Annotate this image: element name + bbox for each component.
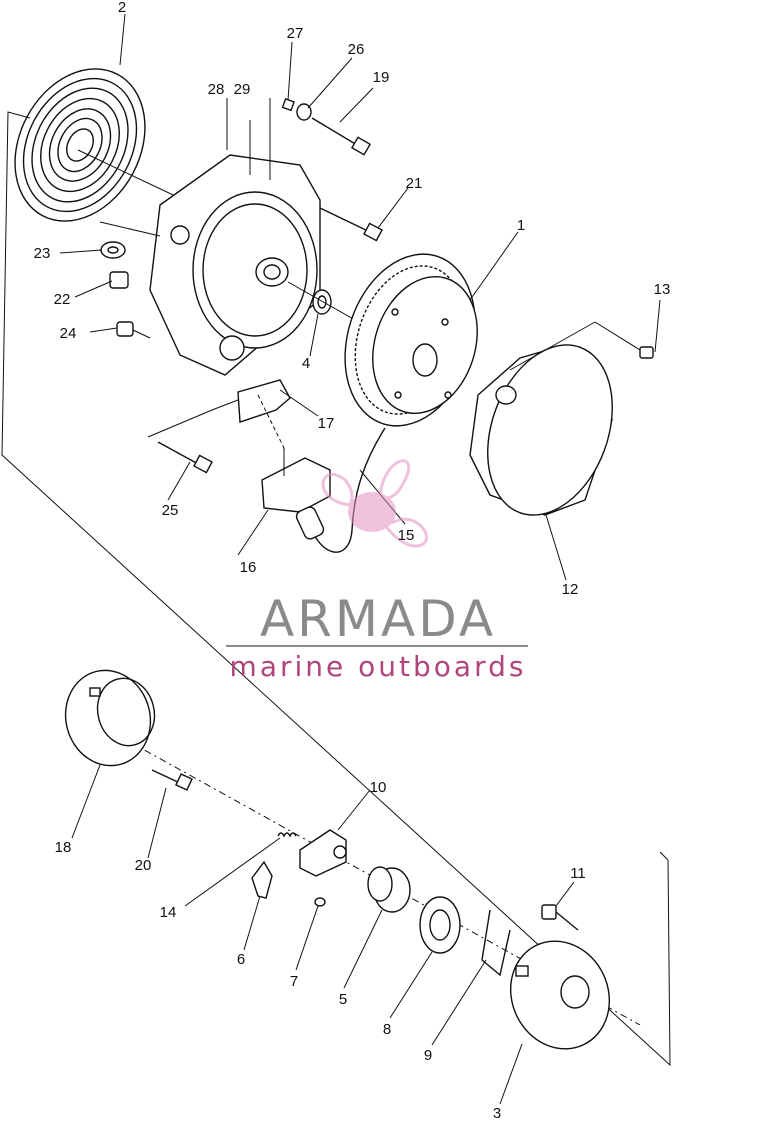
part-wire-15 [295, 427, 386, 553]
callout-label: 27 [287, 25, 304, 42]
part-starter-cover [469, 321, 641, 516]
callout-label: 10 [370, 779, 387, 796]
callout-labels: 2 28 29 27 26 19 21 1 13 23 22 24 4 17 2… [34, 0, 671, 1122]
callout-label: 2 [118, 0, 126, 16]
part-washer-26 [296, 103, 312, 121]
callout-label: 3 [493, 1105, 501, 1122]
callout-label: 7 [290, 973, 298, 990]
part-screw-13 [639, 299, 661, 359]
callout-label: 20 [135, 857, 152, 874]
watermark-brand: ARMADA [260, 590, 496, 648]
callout-label: 22 [54, 291, 71, 308]
callout-label: 1 [517, 217, 525, 234]
callout-label: 9 [424, 1047, 432, 1064]
callout-label: 14 [160, 904, 177, 921]
callout-label: 19 [373, 69, 390, 86]
callout-label: 28 [208, 81, 225, 98]
callout-label: 17 [318, 415, 335, 432]
callout-label: 12 [562, 581, 579, 598]
callout-label: 15 [398, 527, 415, 544]
part-starter-housing [99, 98, 321, 376]
callout-label: 8 [383, 1021, 391, 1038]
part-nut [281, 97, 295, 112]
part-nut-22 [109, 271, 129, 289]
part-cup-18 [64, 669, 156, 767]
assembly-frame-lines [1, 111, 671, 1067]
part-lever-10 [299, 829, 347, 877]
part-pulley [344, 253, 478, 427]
part-washer-8 [419, 896, 461, 954]
part-spring-14 [277, 832, 297, 838]
part-bolt-19 [311, 117, 372, 156]
callout-label: 4 [302, 355, 310, 372]
callout-label: 13 [654, 281, 671, 298]
callout-label: 16 [240, 559, 257, 576]
part-spring-9 [481, 909, 511, 977]
callout-leaders [59, 13, 575, 1105]
callout-label: 18 [55, 839, 72, 856]
callout-label: 24 [60, 325, 77, 342]
part-plug-24 [116, 321, 151, 339]
part-plate-3 [509, 940, 611, 1050]
part-plate-17 [147, 379, 291, 438]
part-recoil-spring [14, 68, 206, 222]
part-drum-5 [367, 866, 411, 913]
watermark-propeller-icon [321, 459, 428, 548]
callout-label: 11 [570, 865, 586, 882]
watermark: ARMADA marine outboards [226, 459, 528, 683]
part-bolt-20 [151, 769, 193, 791]
part-washer-23 [100, 241, 126, 259]
part-bolt-25 [157, 441, 213, 474]
callout-label: 29 [234, 81, 251, 98]
callout-label: 6 [237, 951, 245, 968]
callout-label: 25 [162, 502, 179, 519]
callout-label: 23 [34, 245, 51, 262]
callout-label: 5 [339, 991, 347, 1008]
part-pawl-6 [251, 860, 273, 899]
watermark-tagline: marine outboards [230, 650, 527, 683]
callout-label: 26 [348, 41, 365, 58]
callout-label: 21 [406, 175, 423, 192]
part-bolt-21 [319, 207, 383, 242]
part-pin-7 [314, 897, 326, 907]
part-screw-11 [541, 904, 579, 931]
